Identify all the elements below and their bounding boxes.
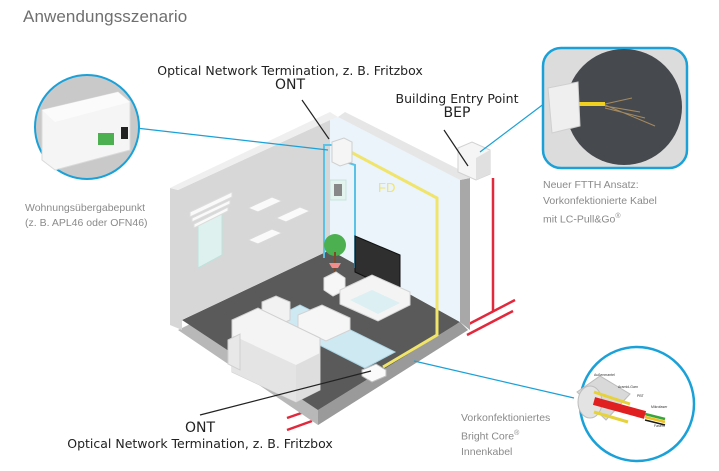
note-cable-line2: Bright Core — [461, 430, 515, 443]
ont-top-device — [331, 137, 353, 167]
detail-circle-cable — [576, 345, 696, 463]
ont-top-abbr: ONT — [274, 77, 306, 93]
note-cable-line2-wrap: Bright Core® — [461, 426, 550, 445]
ont-top-label: Optical Network Termination, z. B. Fritz… — [150, 63, 430, 93]
bep-description: Building Entry Point — [395, 91, 519, 106]
cable-callout-1: Außenmantel — [594, 373, 615, 377]
note-wohnung-line2: (z. B. APL46 oder OFN46) — [25, 217, 148, 229]
note-wohnungsuebergabepunkt: Wohnungsübergabepunkt (z. B. APL46 oder … — [25, 201, 148, 231]
fd-fiber — [346, 148, 439, 369]
left-wall — [170, 120, 330, 330]
pointer-lines — [199, 99, 469, 416]
note-ftth-line3: mit LC-Pull&Go — [543, 213, 616, 226]
note-cable: Vorkonfektioniertes Bright Core® Innenka… — [461, 411, 550, 460]
note-ftth-line1: Neuer FTTH Ansatz: — [543, 179, 639, 191]
bep-label: Building Entry Point BEP — [382, 91, 532, 121]
ont-bottom-abbr: ONT — [184, 420, 216, 436]
detail-box-bep — [541, 46, 689, 170]
plant — [324, 234, 346, 256]
ont-top-description: Optical Network Termination, z. B. Fritz… — [157, 63, 423, 78]
registered-mark: ® — [514, 430, 520, 437]
note-wohnung-line1: Wohnungsübergabepunkt — [25, 202, 146, 214]
note-ftth-line2: Vorkonfektionierte Kabel — [543, 195, 657, 207]
registered-mark: ® — [615, 213, 621, 220]
cable-callout-2: Aramid-Garn — [618, 385, 639, 389]
note-ftth-line3-wrap: mit LC-Pull&Go® — [543, 209, 657, 228]
ont-bottom-device — [361, 363, 387, 383]
page-title: Anwendungsszenario — [23, 7, 188, 26]
blinds — [189, 191, 233, 229]
ont-bottom-description: Optical Network Termination, z. B. Fritz… — [67, 436, 333, 451]
right-wall — [330, 117, 460, 322]
note-cable-line1: Vorkonfektioniertes — [461, 412, 551, 424]
note-cable-line3: Innenkabel — [461, 445, 513, 458]
detail-circle-apl — [34, 74, 140, 180]
cable-callout-4: Mikrofaser — [651, 405, 668, 409]
cable-callout-5: Fasern — [654, 424, 665, 428]
cable-callout-3: PBT — [637, 394, 644, 398]
note-ftth: Neuer FTTH Ansatz: Vorkonfektionierte Ka… — [543, 177, 657, 228]
bep-abbr: BEP — [443, 105, 471, 121]
callout-lines — [135, 102, 575, 399]
wall-shelves — [246, 196, 312, 245]
fd-label: FD — [378, 180, 396, 195]
ont-bottom-label: ONT Optical Network Termination, z. B. F… — [60, 420, 340, 452]
